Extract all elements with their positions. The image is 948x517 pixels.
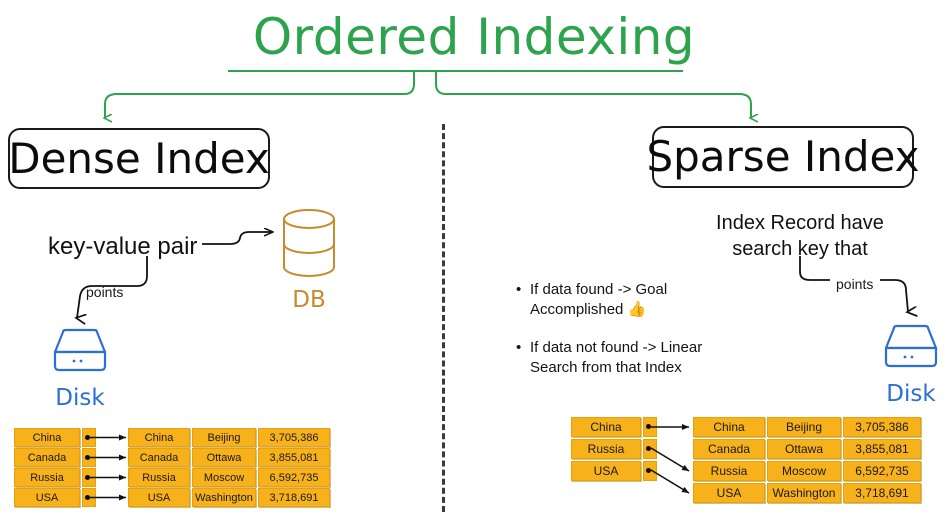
disk-label-right: Disk [886,381,936,407]
key-value-pair-label: key-value pair [48,233,198,260]
panel-divider [442,124,445,512]
capital-cell[interactable]: Washington [767,483,841,503]
bullet-item: If data found -> Goal Accomplished 👍 [516,280,746,320]
db-icon-group: DB [278,207,340,313]
country-cell[interactable]: China [128,428,190,447]
pointer-dot [85,435,90,440]
capital-cell[interactable]: Moscow [767,461,841,481]
capital-cell[interactable]: Ottawa [767,439,841,459]
capital-cell[interactable]: Beijing [192,428,256,447]
index-cell[interactable]: Russia [14,468,80,487]
country-cell[interactable]: Russia [128,468,190,487]
population-cell[interactable]: 3,855,081 [258,448,330,467]
capital-cell[interactable]: Ottawa [192,448,256,467]
database-icon [283,209,335,277]
db-label: DB [292,287,326,313]
capital-cell[interactable]: Moscow [192,468,256,487]
country-cell[interactable]: China [693,417,765,437]
bullet-text: If data found -> Goal Accomplished [530,281,668,318]
title-underline [228,70,683,72]
country-cell[interactable]: Canada [693,439,765,459]
country-cell[interactable]: Russia [693,461,765,481]
pointer-dot [85,455,90,460]
population-cell[interactable]: 3,705,386 [843,417,921,437]
branch-arrows [0,70,948,140]
disk-icon [53,328,107,372]
page-title: Ordered Indexing [252,8,696,66]
sparse-bullet-list: If data found -> Goal Accomplished 👍 If … [516,280,746,396]
sparse-index-label: Sparse Index [646,132,920,181]
pointer-dot [85,475,90,480]
population-cell[interactable]: 3,718,691 [258,488,330,507]
sparse-index-heading-box: Sparse Index [646,126,920,188]
population-cell[interactable]: 6,592,735 [258,468,330,487]
dense-index-label: Dense Index [8,133,270,183]
points-label-left: points [86,284,124,300]
bullet-item: If data not found -> Linear Search from … [516,338,746,378]
index-cell[interactable]: USA [14,488,80,507]
capital-cell[interactable]: Washington [192,488,256,507]
pointer-dot [646,424,651,429]
pointer-dot [646,468,651,473]
points-label-right: points [836,276,874,292]
sparse-pointer-arrows [650,424,690,494]
bullet-text: If data not found -> Linear Search from … [530,339,703,376]
thumbs-up-icon: 👍 [627,301,647,318]
capital-cell[interactable]: Beijing [767,417,841,437]
disk-icon-group-left: Disk [49,328,111,411]
country-cell[interactable]: USA [128,488,190,507]
population-cell[interactable]: 3,855,081 [843,439,921,459]
population-cell[interactable]: 6,592,735 [843,461,921,481]
sparse-pointer-column [643,417,657,481]
index-cell[interactable]: China [571,417,641,437]
kv-to-db-arrow [202,222,290,245]
index-record-description: Index Record have search key that [716,212,884,260]
points-curve-left [52,256,148,336]
index-cell[interactable]: USA [571,461,641,481]
disk-icon-group-right: Disk [880,324,942,407]
pointer-dot [646,446,651,451]
index-cell[interactable]: Russia [571,439,641,459]
pointer-dot [85,495,90,500]
country-cell[interactable]: USA [693,483,765,503]
country-cell[interactable]: Canada [128,448,190,467]
disk-label-left: Disk [55,385,105,411]
points-curve-right [799,256,948,330]
dense-pointer-arrows [90,434,126,501]
index-cell[interactable]: China [14,428,80,447]
dense-index-heading-box: Dense Index [8,128,270,189]
dense-pointer-column [82,428,96,507]
disk-icon [884,324,938,368]
index-cell[interactable]: Canada [14,448,80,467]
population-cell[interactable]: 3,718,691 [843,483,921,503]
population-cell[interactable]: 3,705,386 [258,428,330,447]
